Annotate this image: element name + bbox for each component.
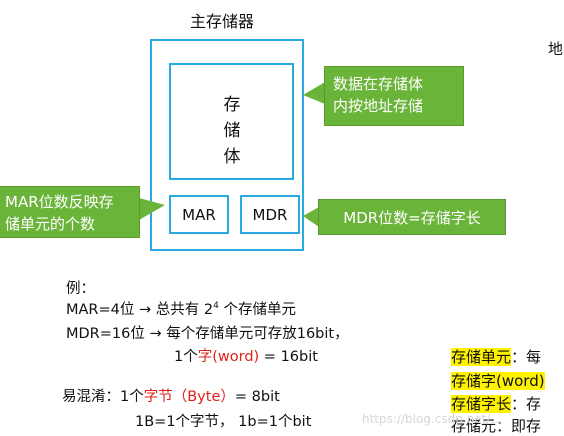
storage-body-char: 体 bbox=[223, 147, 241, 167]
mdr-callout-pointer bbox=[303, 207, 319, 227]
callout-line: 数据在存储体 bbox=[333, 75, 424, 93]
word-prefix: 1个 bbox=[174, 349, 198, 365]
callout-line: MDR位数=存储字长 bbox=[343, 208, 481, 227]
unit-capacity-text: 每个存储单元可存放16bit， bbox=[166, 326, 349, 342]
exponent: 4 bbox=[213, 301, 219, 312]
example-line-byte: 易混淆：1个字节（Byte）= 8bit bbox=[62, 385, 280, 406]
byte-value: = 8bit bbox=[234, 389, 280, 405]
side-note-key: 存储字(word) bbox=[451, 372, 545, 390]
example-line-mdr: MDR=16位 → 每个存储单元可存放16bit， bbox=[66, 322, 349, 343]
arrow-icon: → bbox=[139, 302, 152, 318]
storage-body-char: 存 bbox=[223, 95, 241, 115]
side-note: 存储字(word) bbox=[451, 370, 545, 391]
storage-body-box bbox=[169, 63, 294, 180]
side-note: 存储元：即存 bbox=[451, 415, 541, 436]
side-note: 存储单元：每 bbox=[451, 346, 541, 367]
side-note-key: 存储元 bbox=[451, 417, 497, 435]
mar-label: MAR bbox=[182, 205, 216, 224]
example-heading: 例： bbox=[66, 281, 95, 297]
word-term: 字(word) bbox=[197, 349, 260, 365]
byte-prefix: 1个 bbox=[120, 389, 144, 405]
mdr-callout: MDR位数=存储字长 bbox=[318, 199, 506, 235]
storage-body-char: 储 bbox=[223, 121, 241, 141]
total-units-text: 总共有 2 bbox=[155, 302, 214, 318]
mdr-bits: MDR=16位 bbox=[66, 326, 145, 342]
confuse-label: 易混淆： bbox=[62, 389, 120, 405]
arrow-icon: → bbox=[149, 326, 162, 342]
example-line-units: 1B=1个字节， 1b=1个bit bbox=[135, 414, 312, 430]
side-note: 存储字长：存 bbox=[451, 393, 541, 414]
mar-callout-pointer bbox=[139, 198, 165, 220]
watermark: https://blog.csdn.net/... bbox=[362, 412, 502, 426]
mdr-register: MDR bbox=[240, 195, 300, 234]
mar-bits: MAR=4位 bbox=[66, 302, 135, 318]
mar-register: MAR bbox=[169, 195, 229, 234]
callout-line: 内按地址存储 bbox=[333, 97, 424, 115]
byte-term: 字节（Byte） bbox=[143, 389, 235, 405]
example-line-mar: MAR=4位 → 总共有 24 个存储单元 bbox=[66, 298, 296, 319]
side-note-rest: ：每 bbox=[511, 348, 542, 366]
example-line-word: 1个字(word) = 16bit bbox=[174, 345, 318, 366]
storage-body-callout: 数据在存储体 内按地址存储 bbox=[324, 66, 464, 126]
word-value: = 16bit bbox=[259, 349, 318, 365]
side-note-rest: ：存 bbox=[511, 395, 542, 413]
side-note-rest: ：即存 bbox=[496, 417, 542, 435]
side-note-key: 存储字长 bbox=[451, 395, 512, 413]
body-callout-pointer bbox=[303, 82, 325, 104]
callout-line: 储单元的个数 bbox=[5, 215, 96, 233]
main-memory-box bbox=[150, 39, 304, 251]
side-note-key: 存储单元 bbox=[451, 348, 512, 366]
main-memory-title: 主存储器 bbox=[190, 12, 255, 31]
mdr-label: MDR bbox=[252, 205, 288, 224]
storage-body-label: 存 储 体 bbox=[216, 92, 248, 170]
cut-off-char: 地 bbox=[548, 40, 564, 58]
total-units-suffix: 个存储单元 bbox=[218, 302, 296, 318]
mar-callout: MAR位数反映存 储单元的个数 bbox=[0, 186, 140, 238]
callout-line: MAR位数反映存 bbox=[5, 193, 114, 211]
